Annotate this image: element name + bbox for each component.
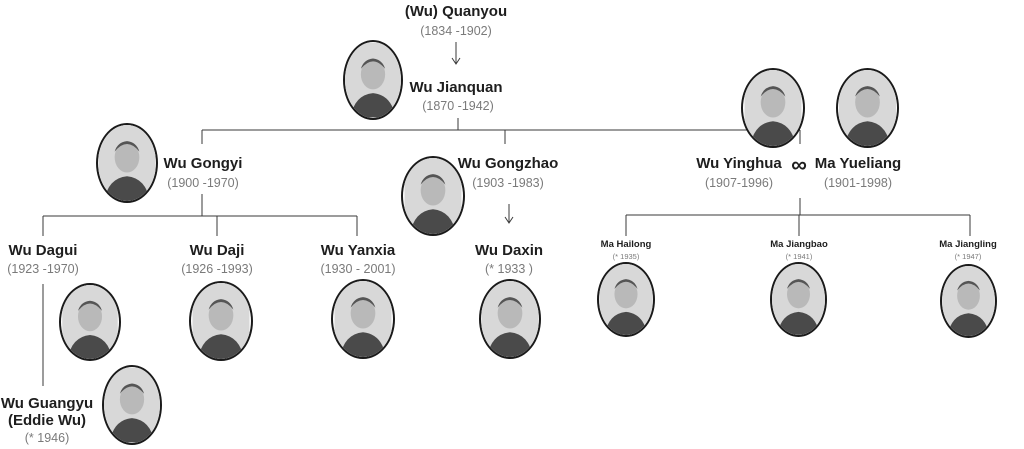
person-dates-jianquan: (1870 -1942) — [422, 99, 494, 113]
portrait-daji — [189, 281, 253, 361]
person-dates-yanxia: (1930 - 2001) — [320, 262, 396, 276]
portrait-jiangbao — [770, 262, 827, 337]
person-dates-quanyou: (1834 -1902) — [420, 24, 492, 38]
portrait-yueliang — [836, 68, 899, 148]
person-name-jiangbao: Ma Jiangbao — [770, 239, 828, 250]
person-name-yinghua: Wu Yinghua — [696, 155, 782, 172]
person-name-yueliang: Ma Yueliang — [814, 155, 902, 172]
arrow-head — [451, 57, 461, 65]
portrait-gongyi — [96, 123, 158, 203]
person-name-dagui: Wu Dagui — [8, 242, 78, 259]
portrait-guangyu — [102, 365, 162, 445]
portrait-hailong — [597, 262, 655, 337]
person-name-yanxia: Wu Yanxia — [320, 242, 396, 259]
person-name-hailong: Ma Hailong — [600, 239, 652, 250]
portrait-jiangling — [940, 264, 997, 338]
arrow-head — [504, 216, 514, 224]
person-dates-jiangbao: (* 1941) — [785, 252, 813, 261]
person-name-guangyu: Wu Guangyu — [0, 395, 94, 412]
portrait-yanxia — [331, 279, 395, 359]
portrait-daxin — [479, 279, 541, 359]
person-alias-guangyu: (Eddie Wu) — [7, 412, 87, 429]
person-dates-gongyi: (1900 -1970) — [167, 176, 239, 190]
person-name-jiangling: Ma Jiangling — [939, 239, 997, 250]
portrait-gongzhao — [401, 156, 465, 236]
person-name-daxin: Wu Daxin — [474, 242, 544, 259]
person-name-daji: Wu Daji — [189, 242, 245, 259]
person-name-gongzhao: Wu Gongzhao — [457, 155, 559, 172]
portrait-yinghua — [741, 68, 805, 148]
person-dates-jiangling: (* 1947) — [954, 252, 982, 261]
person-dates-guangyu: (* 1946) — [24, 431, 70, 445]
person-dates-hailong: (* 1935) — [612, 252, 640, 261]
person-dates-yueliang: (1901-1998) — [823, 176, 893, 190]
person-dates-gongzhao: (1903 -1983) — [472, 176, 544, 190]
person-name-quanyou: (Wu) Quanyou — [404, 3, 508, 20]
person-name-gongyi: Wu Gongyi — [163, 155, 243, 172]
portrait-dagui — [59, 283, 121, 361]
person-name-jianquan: Wu Jianquan — [409, 79, 503, 96]
marriage-symbol: ∞ — [791, 152, 807, 177]
portrait-jianquan — [343, 40, 403, 120]
person-dates-dagui: (1923 -1970) — [7, 262, 79, 276]
person-dates-yinghua: (1907-1996) — [704, 176, 774, 190]
person-dates-daji: (1926 -1993) — [181, 262, 253, 276]
person-dates-daxin: (* 1933 ) — [485, 262, 533, 276]
